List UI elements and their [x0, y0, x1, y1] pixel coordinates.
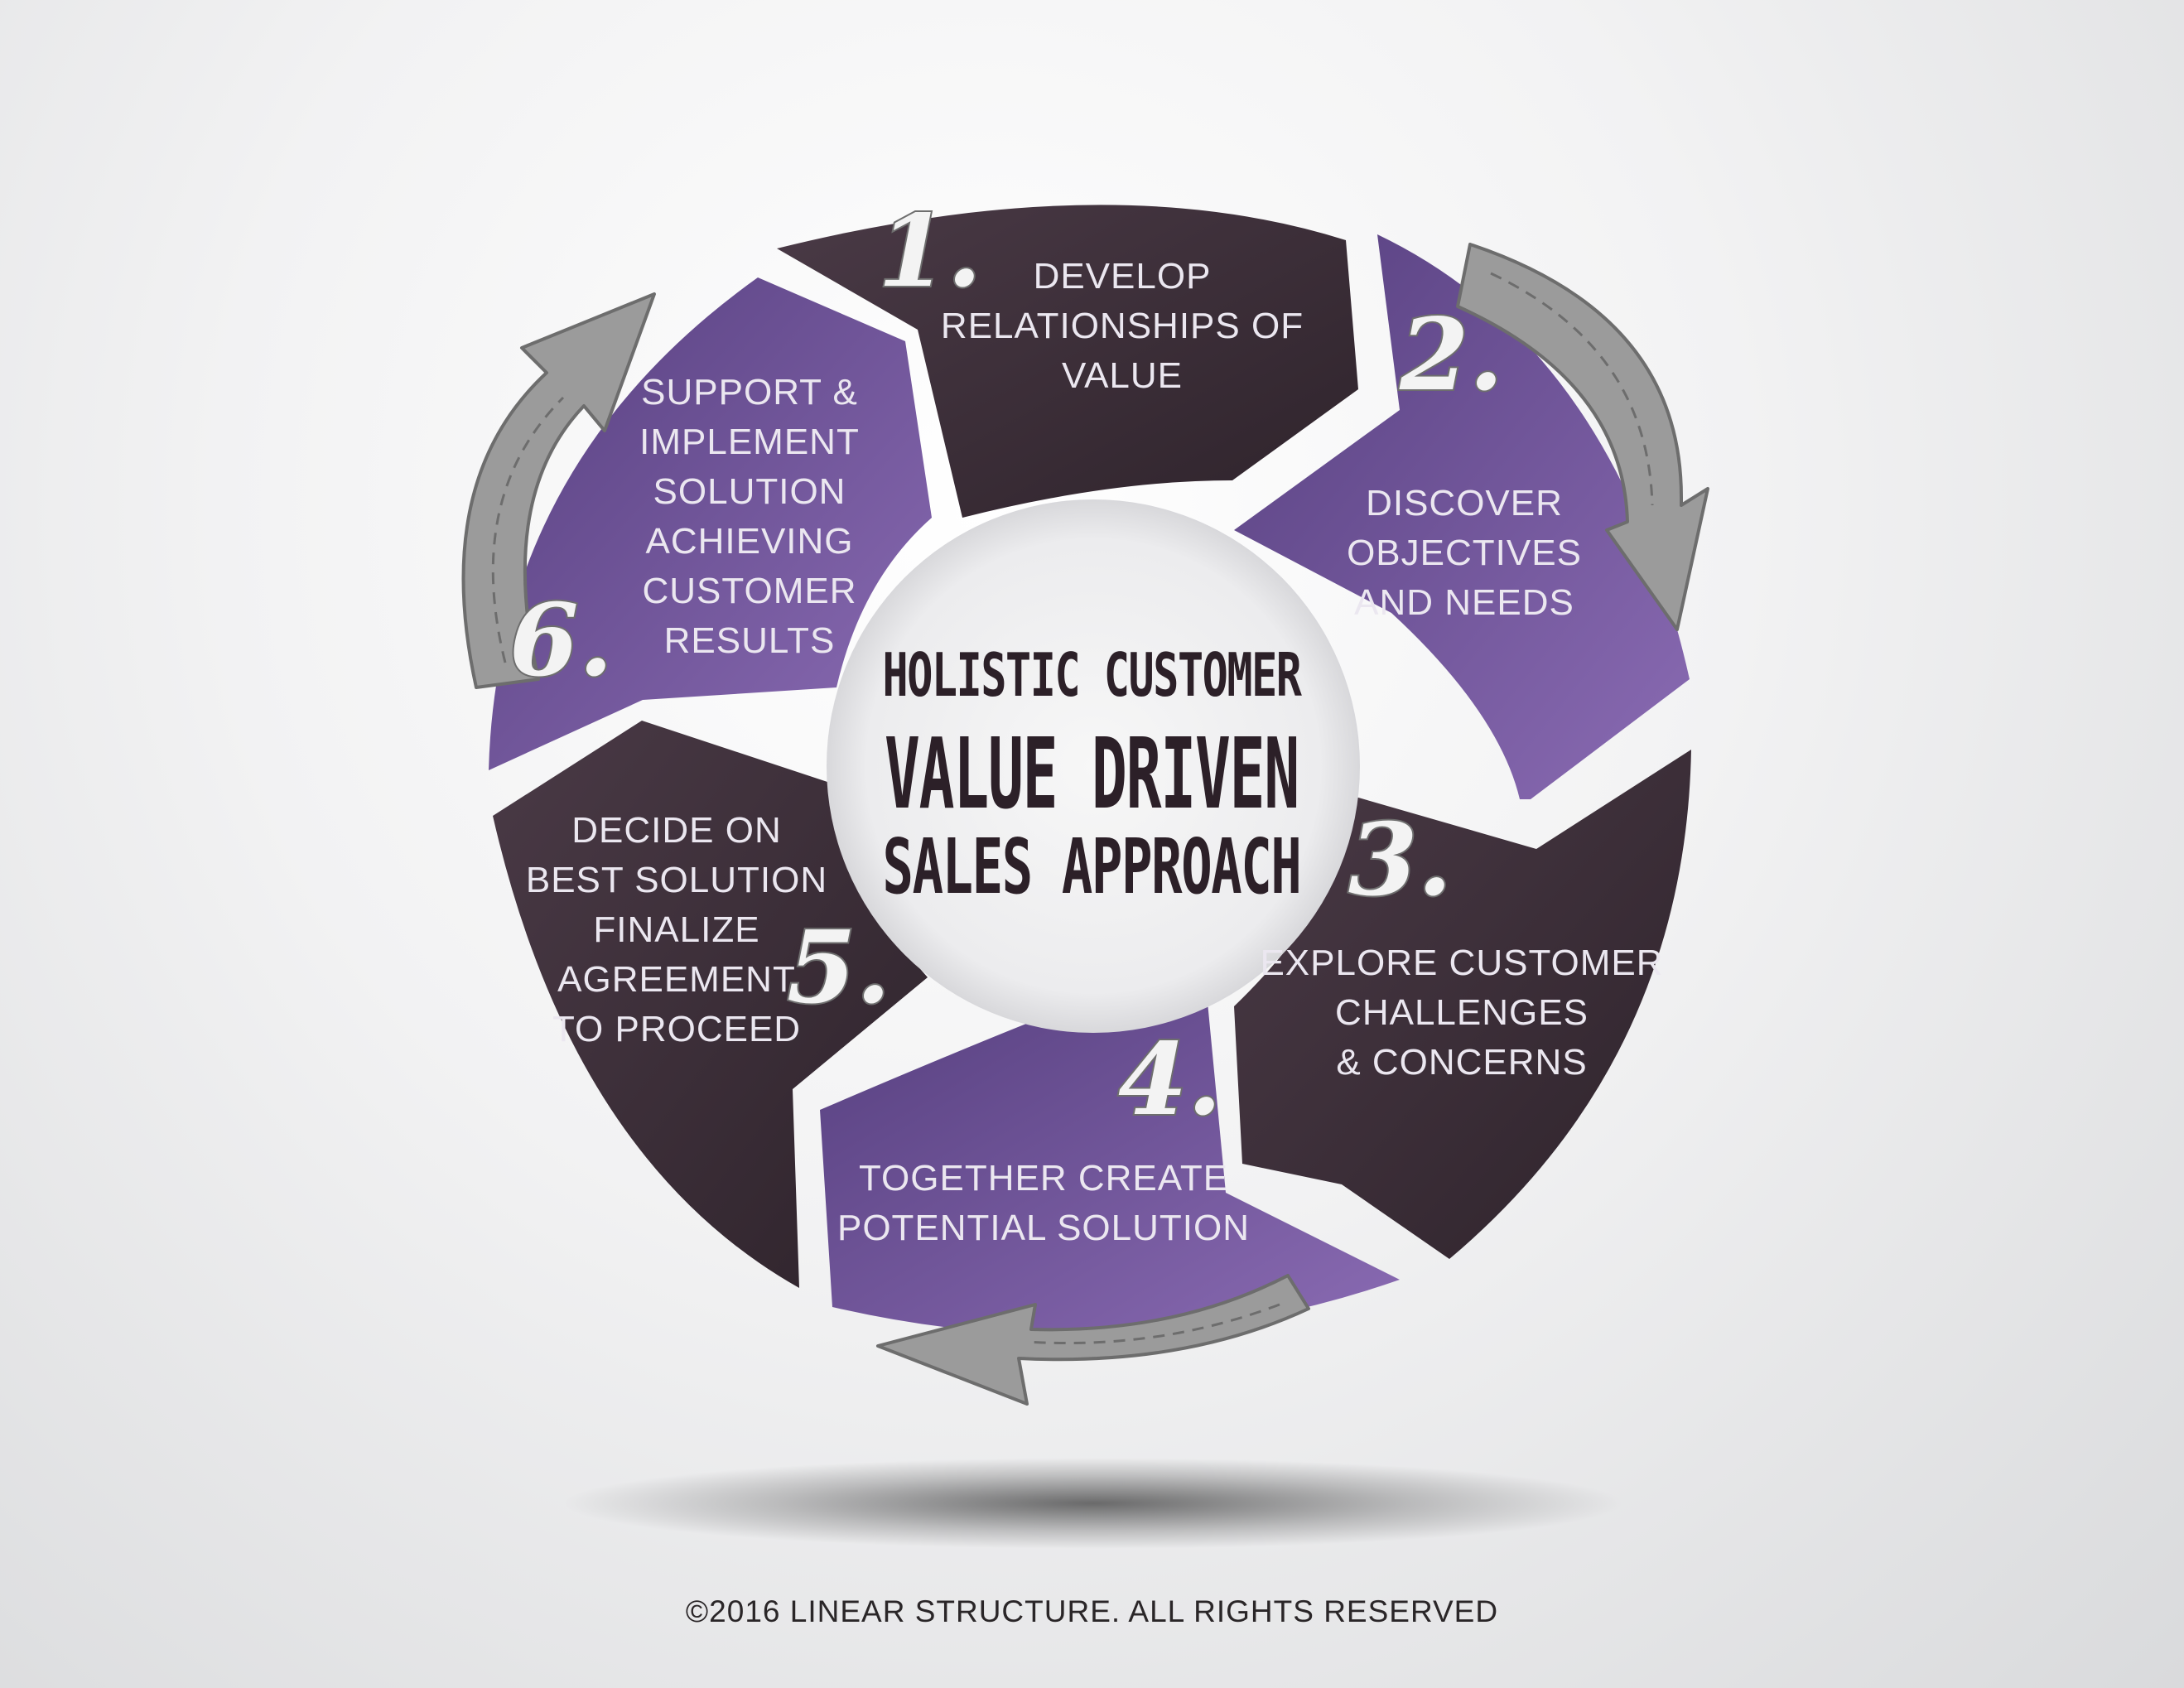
step-label-5: DECIDE ON BEST SOLUTION FINALIZE AGREEME…: [526, 810, 827, 1049]
center-title-line-2: VALUE DRIVEN: [885, 716, 1299, 831]
step-label-4: TOGETHER CREATE POTENTIAL SOLUTION: [837, 1158, 1250, 1248]
step-5-line: FINALIZE: [593, 909, 759, 950]
step-4-line: TOGETHER CREATE: [859, 1158, 1228, 1198]
step-6-line: SOLUTION: [653, 471, 846, 512]
center-title-line-3: SALES APPROACH: [883, 822, 1301, 911]
step-5-line: BEST SOLUTION: [526, 860, 827, 900]
segment-1-develop-relationships: [777, 205, 1358, 518]
step-number-6: 6.: [509, 582, 613, 699]
step-label-2: DISCOVER OBJECTIVES AND NEEDS: [1347, 483, 1582, 623]
segment-2-discover-objectives: [1234, 234, 1690, 799]
step-6-line: IMPLEMENT: [639, 422, 860, 462]
step-label-3: EXPLORE CUSTOMER CHALLENGES & CONCERNS: [1260, 943, 1663, 1083]
step-2-line: DISCOVER: [1366, 483, 1563, 523]
step-6-line: ACHIEVING: [645, 521, 853, 562]
step-number-2: 2.: [1399, 297, 1503, 413]
step-label-1: DEVELOP RELATIONSHIPS OF VALUE: [941, 256, 1304, 396]
step-1-line: VALUE: [1062, 355, 1183, 396]
cycle-arrow-right: [1456, 243, 1709, 631]
center-hub: [827, 499, 1360, 1033]
floor-shadow: [563, 1458, 1623, 1549]
center-title-line-1: HOLISTIC CUSTOMER: [883, 640, 1303, 710]
segment-4-create-solution: [820, 998, 1400, 1336]
step-number-4: 4.: [1118, 1021, 1222, 1138]
step-2-line: AND NEEDS: [1354, 582, 1574, 623]
step-number-3: 3.: [1348, 802, 1452, 919]
segment-5-decide-solution: [493, 721, 928, 1288]
center-title: HOLISTIC CUSTOMER VALUE DRIVEN SALES APP…: [883, 640, 1304, 911]
step-2-line: OBJECTIVES: [1347, 533, 1582, 573]
step-number-1: 1.: [878, 193, 981, 310]
segment-6-support-implement: [489, 277, 932, 770]
step-3-line: & CONCERNS: [1336, 1042, 1587, 1083]
step-6-line: SUPPORT &: [641, 372, 858, 412]
step-number-5: 5.: [787, 909, 890, 1026]
step-1-line: RELATIONSHIPS OF: [941, 306, 1304, 346]
segment-3-explore-challenges: [1234, 750, 1691, 1259]
step-4-line: POTENTIAL SOLUTION: [837, 1208, 1250, 1248]
step-label-6: SUPPORT & IMPLEMENT SOLUTION ACHIEVING C…: [639, 372, 860, 661]
step-6-line: RESULTS: [664, 620, 836, 661]
cycle-arrow-bottom: [876, 1274, 1310, 1406]
step-3-line: EXPLORE CUSTOMER: [1260, 943, 1663, 983]
step-5-line: TO PROCEED: [552, 1009, 801, 1049]
step-5-line: AGREEMENT: [557, 959, 796, 1000]
step-5-line: DECIDE ON: [571, 810, 781, 851]
cycle-arrow-left: [461, 292, 656, 689]
step-3-line: CHALLENGES: [1335, 992, 1589, 1033]
copyright-notice: ©2016 LINEAR STRUCTURE. ALL RIGHTS RESER…: [685, 1594, 1499, 1628]
step-1-line: DEVELOP: [1034, 256, 1212, 297]
step-6-line: CUSTOMER: [643, 571, 857, 611]
